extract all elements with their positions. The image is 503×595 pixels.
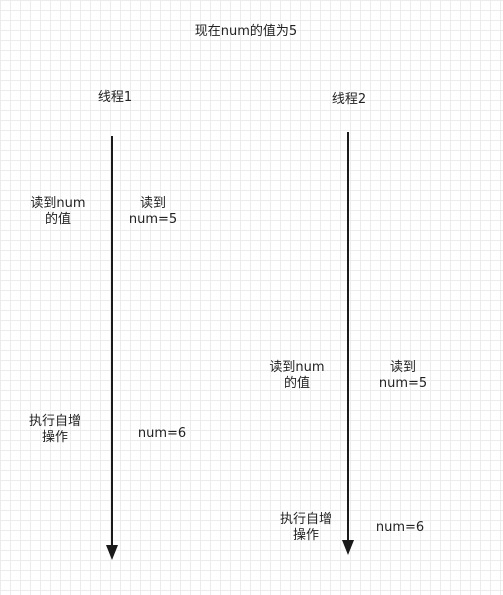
thread-1-read-label-line1: 读到num [30, 196, 86, 211]
thread-1-read-value: 读到 num=5 [129, 196, 177, 228]
thread-2-inc-label-line2: 操作 [292, 528, 320, 543]
thread-1-read-label-line2: 的值 [44, 212, 71, 227]
thread-1-inc-label: 执行自增 操作 [29, 414, 81, 446]
thread-1-name: 线程1 [97, 90, 133, 105]
thread-1-read-value-line2: num=5 [128, 212, 178, 227]
thread-2-inc-value: num=6 [375, 520, 425, 535]
thread-1-inc-label-line1: 执行自增 [28, 414, 82, 429]
thread-2-inc-label-line1: 执行自增 [279, 512, 333, 527]
thread-2-arrowhead-icon [342, 540, 354, 555]
thread-2-read-value-line1: 读到 [389, 360, 416, 375]
thread-1-read-value-line1: 读到 [139, 196, 166, 211]
thread-2-read-value-line2: num=5 [378, 376, 428, 391]
thread-2-read-value: 读到 num=5 [379, 360, 427, 392]
thread-1-read-label: 读到num 的值 [30, 196, 85, 228]
thread-1-inc-value: num=6 [137, 426, 187, 441]
thread-1-arrowhead-icon [106, 545, 118, 560]
thread-2-inc-label: 执行自增 操作 [280, 512, 332, 544]
thread-1-inc-label-line2: 操作 [41, 430, 69, 445]
thread-2-read-label-line2: 的值 [283, 376, 310, 391]
thread-2-read-label-line1: 读到num [269, 360, 325, 375]
thread-2-name: 线程2 [331, 92, 367, 107]
thread-2-read-label: 读到num 的值 [269, 360, 324, 392]
diagram-title: 现在num的值为5 [194, 24, 298, 39]
